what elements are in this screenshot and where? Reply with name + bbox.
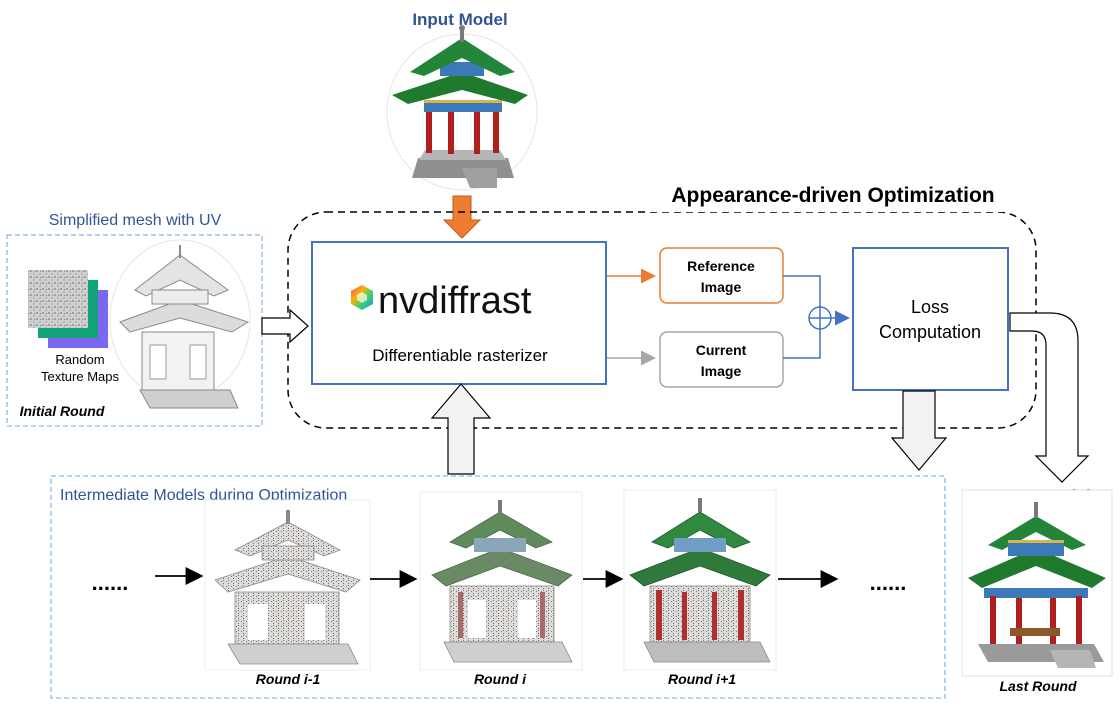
rasterizer-subtitle: Differentiable rasterizer — [372, 346, 548, 365]
loss-line1: Loss — [911, 297, 949, 317]
input-model-title: Input Model — [412, 10, 507, 29]
initial-round-label: Initial Round — [20, 403, 105, 419]
intermediate-to-rasterizer-arrow — [430, 383, 492, 475]
round-i-minus-1-model-image — [204, 499, 371, 671]
simplified-mesh-title: Simplified mesh with UV — [49, 212, 222, 229]
nvdiffrast-logo-text: nvdiffrast — [378, 280, 532, 322]
input-to-rasterizer-arrow — [442, 195, 482, 239]
current-image-box — [659, 331, 784, 388]
round-i-plus-1-model-image — [623, 489, 777, 671]
current-to-combine-connector — [783, 329, 821, 359]
simplified-mesh-image — [109, 239, 251, 409]
simplified-mesh-panel — [6, 234, 263, 427]
loss-computation-box — [852, 247, 1009, 391]
loss-line2: Computation — [879, 322, 981, 342]
trailing-ellipsis: ...... — [870, 570, 907, 595]
last-round-label: Last Round — [1000, 678, 1077, 694]
combine-plus-icon — [808, 306, 832, 330]
texture-caption-line1: Random — [55, 352, 104, 367]
reference-to-combine-connector — [783, 275, 821, 307]
mesh-to-rasterizer-arrow — [261, 308, 309, 344]
rasterizer-box — [311, 241, 607, 385]
reference-image-line1: Reference — [687, 258, 755, 274]
round-i-model-image — [419, 491, 583, 671]
loss-to-output-arrow — [1009, 312, 1090, 483]
current-image-line2: Image — [701, 363, 742, 379]
round-i-plus-1-label: Round i+1 — [668, 671, 736, 687]
output-model-image — [961, 489, 1113, 677]
leading-ellipsis: ...... — [92, 570, 129, 595]
optimization-title: Appearance-driven Optimization — [671, 184, 994, 207]
current-image-line1: Current — [696, 342, 747, 358]
texture-caption-line2: Texture Maps — [41, 369, 120, 384]
round-i-minus-1-label: Round i-1 — [256, 671, 321, 687]
reference-image-line2: Image — [701, 279, 742, 295]
loss-to-intermediate-arrow — [890, 390, 948, 471]
random-texture-maps-image — [28, 270, 108, 348]
input-model-pagoda-image — [386, 25, 538, 191]
round-i-label: Round i — [474, 671, 527, 687]
intermediate-models-panel — [50, 475, 946, 699]
nvdiffrast-logo-icon — [351, 285, 373, 310]
